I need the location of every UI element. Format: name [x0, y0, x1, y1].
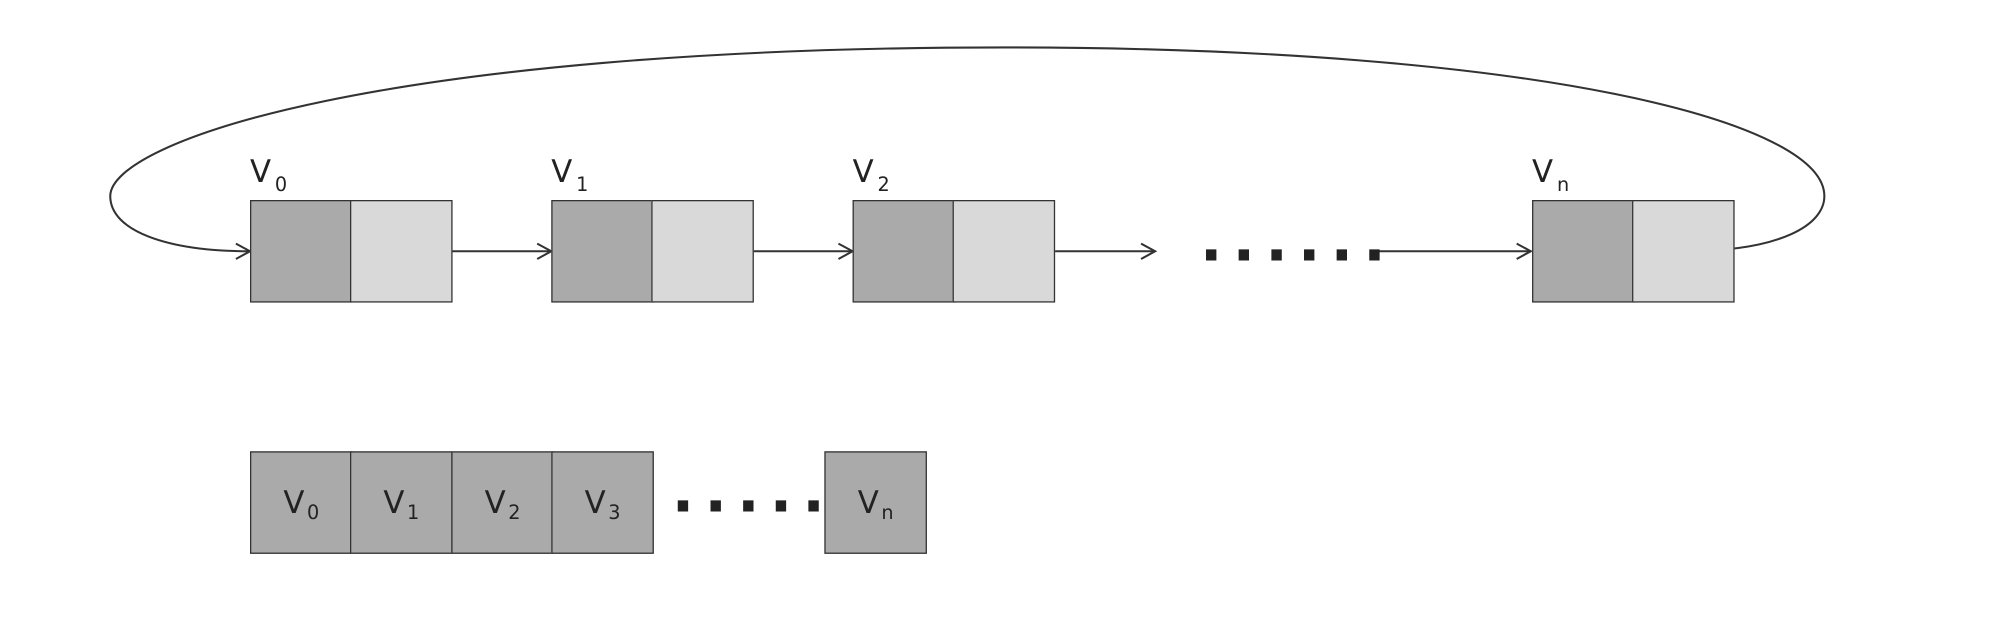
node-vn-pointer-cell [1632, 200, 1735, 303]
node-v2-pointer-cell [952, 200, 1056, 303]
node-v0-data-cell [250, 200, 353, 303]
node-v2-data-cell [852, 200, 956, 303]
node-vn-data-cell [1532, 200, 1635, 303]
array-cell-vn [824, 451, 927, 554]
node-v1-data-cell [551, 200, 654, 303]
array-cell-v3 [551, 451, 654, 554]
linked-list-ellipsis: ...... [1200, 205, 1396, 275]
array-cell-v1 [350, 451, 453, 554]
node-v0-pointer-cell [350, 200, 453, 303]
array-cell-v0 [250, 451, 353, 554]
node-v1-pointer-cell [651, 200, 754, 303]
array-cell-v2 [451, 451, 554, 554]
circular-link-vn-to-v0 [109, 46, 1826, 260]
